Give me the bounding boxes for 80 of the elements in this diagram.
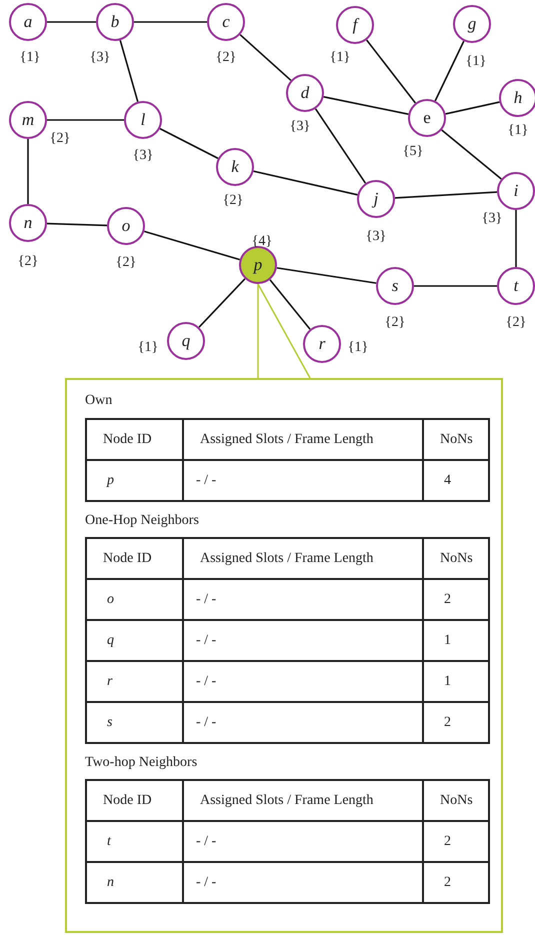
- table-cell: - / -: [182, 621, 422, 660]
- table-cell-text: q: [106, 632, 115, 650]
- link-line: [47, 21, 96, 23]
- table-cell: Assigned Slots / Frame Length: [182, 420, 422, 459]
- table-cell: - / -: [182, 580, 422, 619]
- degree-label: {2}: [116, 256, 136, 270]
- link-line: [314, 108, 366, 184]
- table-cell: 2: [422, 703, 492, 742]
- degree-label: {2}: [222, 194, 244, 208]
- degree-label: {2}: [384, 316, 406, 330]
- callout-panel: [65, 378, 503, 933]
- degree-label: {5}: [402, 145, 424, 159]
- table-cell-text: Node ID: [102, 431, 153, 449]
- link-line: [46, 222, 108, 226]
- table-cell-text: Node ID: [102, 792, 153, 810]
- table-cell-text: Node ID: [102, 550, 153, 568]
- table-cell-text: n: [106, 874, 115, 892]
- degree-label: {1}: [508, 124, 528, 138]
- table-cell: 2: [422, 580, 492, 619]
- link-line: [240, 34, 292, 81]
- table-cell: 4: [422, 461, 492, 500]
- degree-label: {3}: [90, 51, 110, 65]
- degree-label: {2}: [18, 255, 38, 269]
- table-cell: - / -: [182, 863, 422, 902]
- link-line: [323, 96, 409, 115]
- degree-label: {3}: [290, 120, 310, 134]
- table-cell: Assigned Slots / Frame Length: [182, 539, 422, 578]
- degree-label: {1}: [20, 51, 40, 65]
- table-cell-text: r: [106, 673, 114, 691]
- degree-label: {2}: [216, 51, 236, 65]
- table-cell: 1: [422, 621, 492, 660]
- link-line: [441, 129, 502, 180]
- link-line: [119, 40, 139, 102]
- link-line: [276, 267, 376, 284]
- link-line: [134, 21, 207, 23]
- table-cell: NoNs: [422, 539, 492, 578]
- table-cell: 2: [422, 822, 492, 861]
- table-cell-text: o: [106, 591, 115, 609]
- table-cell: NoNs: [422, 420, 492, 459]
- link-line: [366, 40, 416, 104]
- degree-label: {3}: [132, 149, 154, 163]
- degree-label: {2}: [50, 132, 70, 146]
- callout-pointer: [257, 283, 311, 379]
- link-line: [253, 170, 358, 196]
- link-line: [47, 119, 124, 121]
- link-line: [394, 191, 498, 199]
- table-cell: - / -: [182, 822, 422, 861]
- degree-label: {2}: [506, 316, 526, 330]
- table-cell: 1: [422, 662, 492, 701]
- section-heading: Own: [85, 392, 114, 410]
- section-heading: One-Hop Neighbors: [85, 512, 200, 530]
- link-line: [160, 128, 218, 160]
- degree-label: {3}: [482, 212, 502, 226]
- link-line: [414, 285, 497, 287]
- table-cell: 2: [422, 863, 492, 902]
- link-line: [144, 230, 240, 260]
- link-line: [198, 278, 246, 328]
- degree-label: {3}: [366, 230, 386, 244]
- degree-label: {4}: [252, 235, 272, 249]
- data-table: [85, 779, 490, 904]
- link-line: [515, 210, 517, 267]
- table-cell: Assigned Slots / Frame Length: [182, 781, 422, 820]
- link-line: [434, 40, 465, 102]
- table-cell: - / -: [182, 662, 422, 701]
- data-table: [85, 537, 490, 744]
- table-cell: NoNs: [422, 781, 492, 820]
- table-cell-text: p: [105, 472, 115, 490]
- data-table: [85, 418, 490, 502]
- table-cell: - / -: [182, 461, 422, 500]
- section-heading: Two-hop Neighbors: [85, 754, 198, 772]
- link-line: [269, 279, 311, 330]
- degree-label: {1}: [138, 341, 158, 355]
- degree-label: {1}: [348, 341, 368, 355]
- link-line: [27, 139, 29, 204]
- table-cell-text: t: [106, 833, 112, 851]
- table-cell-text: s: [106, 714, 114, 732]
- degree-label: {1}: [466, 55, 486, 69]
- table-cell: - / -: [182, 703, 422, 742]
- link-line: [445, 101, 500, 115]
- degree-label: {1}: [330, 51, 350, 65]
